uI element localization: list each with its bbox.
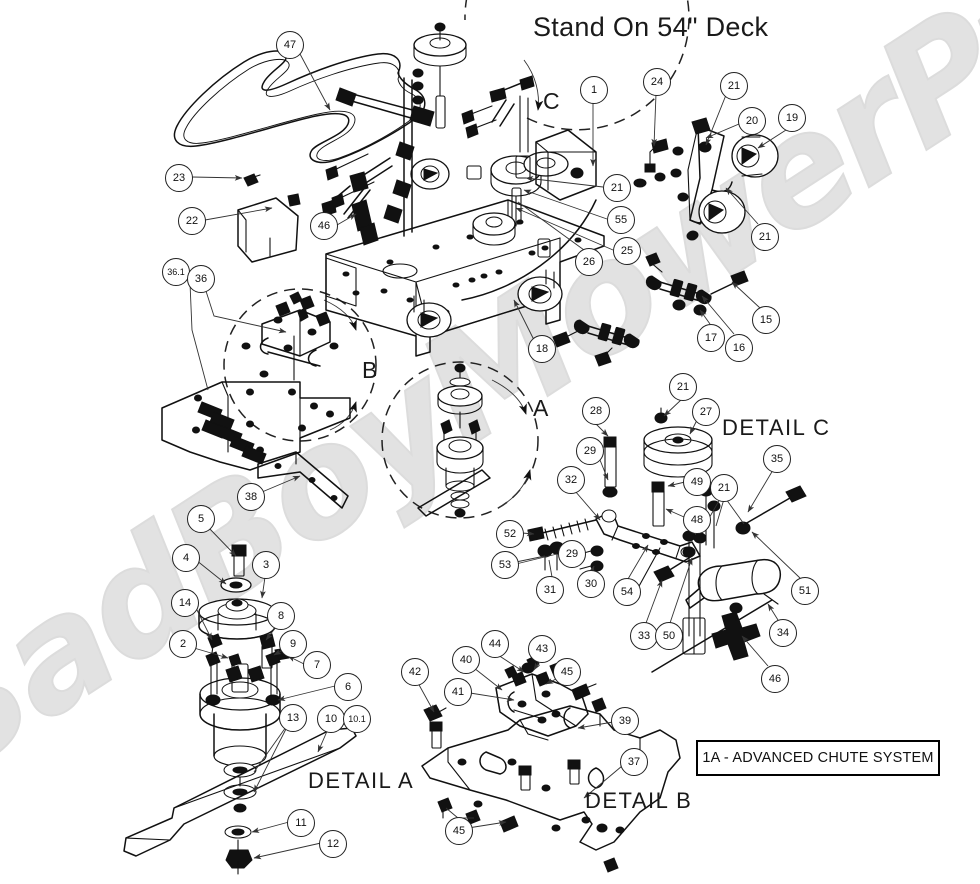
callout-34[interactable]: 34: [769, 619, 797, 647]
leader-lines: [189, 53, 801, 860]
spindle-upper-center: [413, 22, 467, 129]
callout-7[interactable]: 7: [303, 651, 331, 679]
callout-29[interactable]: 29: [576, 437, 604, 465]
callout-4[interactable]: 4: [172, 544, 200, 572]
wheel-19: [731, 134, 779, 178]
callout-26[interactable]: 26: [575, 248, 603, 276]
callout-17[interactable]: 17: [697, 324, 725, 352]
callout-46[interactable]: 46: [761, 665, 789, 693]
callout-46[interactable]: 46: [310, 212, 338, 240]
detail-b-label: DETAIL B: [585, 788, 693, 813]
callout-28[interactable]: 28: [582, 397, 610, 425]
callout-24[interactable]: 24: [643, 68, 671, 96]
callout-21[interactable]: 21: [751, 223, 779, 251]
caster-wheel-mid: [410, 158, 450, 190]
page-title: Stand On 54" Deck: [533, 12, 769, 42]
callout-45[interactable]: 45: [553, 658, 581, 686]
callout-10.1[interactable]: 10.1: [343, 705, 371, 733]
turnbuckle-assembly: [552, 252, 749, 367]
detail-a-exploded: [123, 544, 357, 875]
callout-36.1[interactable]: 36.1: [162, 258, 190, 286]
main-deck-assembly: [237, 22, 605, 357]
caster-wheel-left: [406, 302, 452, 338]
callout-15[interactable]: 15: [752, 306, 780, 334]
callout-21[interactable]: 21: [710, 474, 738, 502]
upper-right-arm-assembly: [633, 117, 779, 241]
section-mark-c: C: [543, 88, 560, 114]
callout-54[interactable]: 54: [613, 578, 641, 606]
callout-50[interactable]: 50: [655, 622, 683, 650]
callout-13[interactable]: 13: [279, 704, 307, 732]
callout-10[interactable]: 10: [317, 705, 345, 733]
callout-35[interactable]: 35: [763, 445, 791, 473]
section-mark-b: B: [362, 357, 378, 383]
callout-20[interactable]: 20: [738, 107, 766, 135]
callout-5[interactable]: 5: [187, 505, 215, 533]
callout-23[interactable]: 23: [165, 164, 193, 192]
section-mark-a: A: [533, 395, 549, 421]
callout-32[interactable]: 32: [557, 466, 585, 494]
callout-41[interactable]: 41: [444, 678, 472, 706]
wheel-21-lower: [698, 190, 746, 234]
detail-a-inner-circle-content: [417, 363, 491, 518]
drive-belt: [173, 50, 426, 164]
spindle-right-cluster: [472, 151, 569, 246]
callout-33[interactable]: 33: [630, 622, 658, 650]
caster-wheel-right: [517, 276, 563, 312]
callout-30[interactable]: 30: [577, 570, 605, 598]
callout-25[interactable]: 25: [613, 237, 641, 265]
spindle-housing: [199, 651, 281, 813]
section-a-circle: [381, 361, 539, 519]
callout-39[interactable]: 39: [611, 707, 639, 735]
callout-44[interactable]: 44: [481, 630, 509, 658]
deflector-shield: [237, 193, 301, 263]
callout-52[interactable]: 52: [496, 520, 524, 548]
callout-45[interactable]: 45: [445, 817, 473, 845]
callout-6[interactable]: 6: [334, 673, 362, 701]
callout-1[interactable]: 1: [580, 76, 608, 104]
callout-22[interactable]: 22: [178, 207, 206, 235]
callout-49[interactable]: 49: [683, 468, 711, 496]
callout-2[interactable]: 2: [169, 630, 197, 658]
detail-b-plate: [161, 291, 351, 509]
callout-9[interactable]: 9: [279, 630, 307, 658]
callout-48[interactable]: 48: [683, 506, 711, 534]
callout-18[interactable]: 18: [528, 335, 556, 363]
callout-27[interactable]: 27: [692, 398, 720, 426]
callout-19[interactable]: 19: [778, 104, 806, 132]
callout-21[interactable]: 21: [669, 373, 697, 401]
callout-53[interactable]: 53: [491, 551, 519, 579]
callout-43[interactable]: 43: [528, 635, 556, 663]
callout-42[interactable]: 42: [401, 658, 429, 686]
callout-40[interactable]: 40: [452, 646, 480, 674]
callout-47[interactable]: 47: [276, 31, 304, 59]
callout-21[interactable]: 21: [603, 174, 631, 202]
callout-12[interactable]: 12: [319, 830, 347, 858]
callout-37[interactable]: 37: [620, 748, 648, 776]
section-b-circle: [223, 288, 377, 442]
callout-14[interactable]: 14: [171, 589, 199, 617]
callout-21[interactable]: 21: [720, 72, 748, 100]
callout-16[interactable]: 16: [725, 334, 753, 362]
callout-11[interactable]: 11: [287, 809, 315, 837]
callout-31[interactable]: 31: [536, 576, 564, 604]
detail-c-label: DETAIL C: [722, 415, 831, 440]
chute-system-label-box: 1A - ADVANCED CHUTE SYSTEM: [696, 740, 940, 776]
chute-system-label: 1A - ADVANCED CHUTE SYSTEM: [702, 750, 934, 766]
callout-36[interactable]: 36: [187, 265, 215, 293]
callout-8[interactable]: 8: [267, 602, 295, 630]
detail-a-label: DETAIL A: [308, 768, 415, 793]
callout-38[interactable]: 38: [237, 483, 265, 511]
callout-29[interactable]: 29: [558, 540, 586, 568]
callout-55[interactable]: 55: [607, 206, 635, 234]
section-c-circle: [464, 0, 690, 131]
callout-51[interactable]: 51: [791, 577, 819, 605]
callout-3[interactable]: 3: [252, 551, 280, 579]
